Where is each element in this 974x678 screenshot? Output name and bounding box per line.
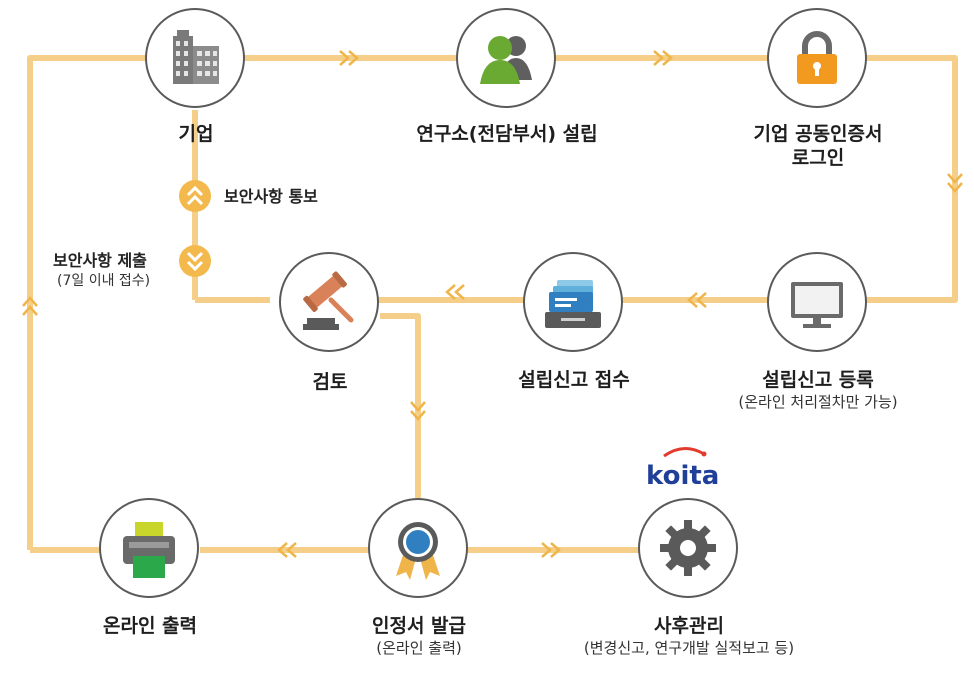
arrow-left-3 <box>277 542 297 558</box>
lock-icon <box>797 31 837 84</box>
gear-icon <box>660 520 716 576</box>
label-online-print: 온라인 출력 <box>103 614 197 638</box>
people-icon <box>480 36 532 84</box>
koita-logo: koita <box>642 440 732 494</box>
arrow-left-2 <box>445 284 465 300</box>
security-notice-badge <box>179 180 211 212</box>
cert-issue-title: 인정서 발급 <box>371 615 467 637</box>
report-receive-title: 설립신고 접수 <box>518 369 630 391</box>
arrow-right-1 <box>339 50 359 66</box>
label-report-receive: 설립신고 접수 <box>518 368 630 392</box>
node-review <box>279 252 379 352</box>
node-aftercare <box>638 498 738 598</box>
file-tray-icon <box>545 280 601 328</box>
node-report-receive <box>523 252 623 352</box>
printer-icon <box>123 522 175 578</box>
node-online-print <box>99 498 199 598</box>
lab-setup-title: 연구소(전담부서) 설립 <box>416 123 598 145</box>
security-submit-note: (7일 이내 접수) <box>57 273 151 289</box>
company-title: 기업 <box>178 123 214 145</box>
label-company: 기업 <box>179 122 214 146</box>
aftercare-subtitle: (변경신고, 연구개발 실적보고 등) <box>583 639 795 657</box>
node-lab-setup <box>456 8 556 108</box>
aftercare-title: 사후관리 <box>654 615 724 637</box>
node-cert-login <box>767 8 867 108</box>
node-cert-issue <box>368 498 468 598</box>
label-lab-setup: 연구소(전담부서) 설립 <box>416 122 597 146</box>
security-notice-text: 보안사항 통보 <box>224 187 318 206</box>
label-report-register: 설립신고 등록 (온라인 처리절차만 가능) <box>738 368 897 412</box>
node-company <box>145 8 245 108</box>
label-cert-login: 기업 공동인증서 로그인 <box>754 122 883 170</box>
security-submit-label: 보안사항 제출 (7일 이내 접수) <box>53 250 150 290</box>
buildings-icon <box>173 30 219 84</box>
award-ribbon-icon <box>396 522 440 580</box>
arrow-right-3 <box>541 542 561 558</box>
monitor-icon <box>791 282 843 328</box>
chevron-down-icon <box>186 251 204 272</box>
report-register-subtitle: (온라인 처리절차만 가능) <box>738 393 898 411</box>
online-print-title: 온라인 출력 <box>102 615 198 637</box>
security-submit-badge <box>179 245 211 277</box>
arrow-left-1 <box>687 292 707 308</box>
cert-issue-subtitle: (온라인 출력) <box>376 639 462 657</box>
gavel-icon <box>303 271 354 330</box>
arrow-right-2 <box>653 50 673 66</box>
label-cert-issue: 인정서 발급 (온라인 출력) <box>372 614 466 658</box>
cert-login-title: 기업 공동인증서 <box>753 123 883 145</box>
label-aftercare: 사후관리 (변경신고, 연구개발 실적보고 등) <box>584 614 794 658</box>
report-register-title: 설립신고 등록 <box>762 369 874 391</box>
label-review: 검토 <box>313 370 348 394</box>
security-notice-label: 보안사항 통보 <box>224 186 318 208</box>
arrow-down-2 <box>410 401 426 421</box>
node-report-register <box>767 252 867 352</box>
arrow-down-1 <box>947 173 963 193</box>
koita-logo-text: koita <box>646 461 719 490</box>
review-title: 검토 <box>312 371 348 393</box>
koita-logo-graphic: koita <box>646 447 719 491</box>
chevron-up-icon <box>186 185 204 206</box>
security-submit-text: 보안사항 제출 <box>53 251 147 270</box>
arrow-up-1 <box>22 296 38 316</box>
cert-login-title2: 로그인 <box>791 147 845 169</box>
